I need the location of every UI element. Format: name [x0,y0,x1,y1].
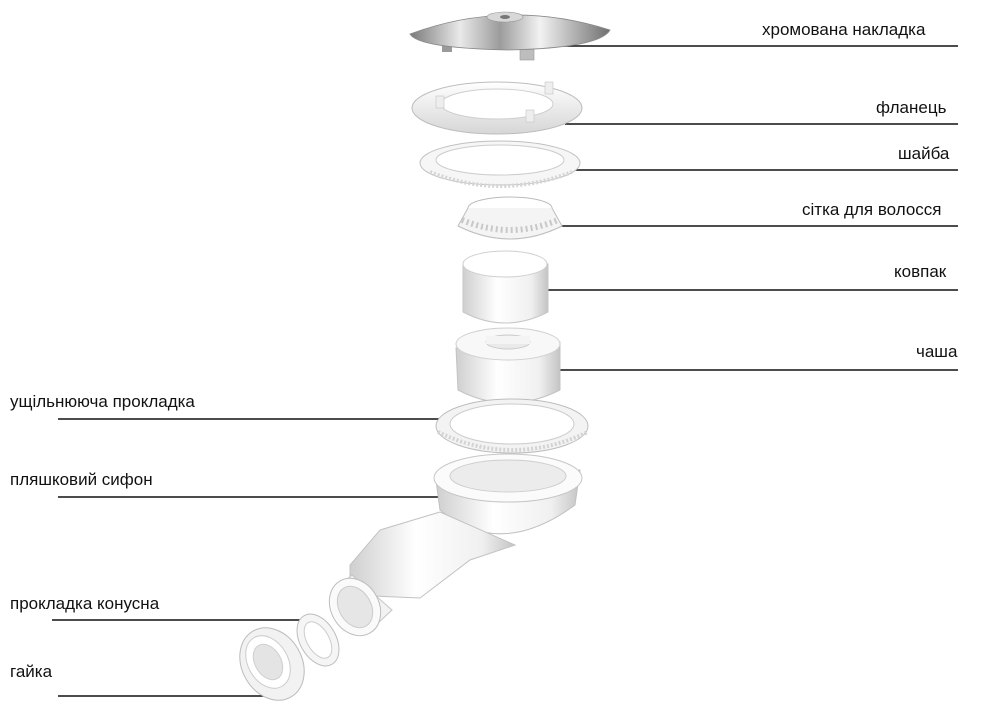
bottle-trap-part [319,454,582,645]
bowl-part [456,328,560,403]
washer-part [420,141,580,186]
sealing-gasket-part [436,399,588,453]
label-bottle-trap: пляшковий сифон [10,470,153,490]
label-hair-strainer: сітка для волосся [802,200,942,220]
chrome-cover-part [410,12,610,60]
label-washer: шайба [898,144,949,164]
label-cone-gasket: прокладка конусна [10,594,159,614]
label-cap: ковпак [894,262,946,282]
label-bowl: чаша [916,342,957,362]
label-nut: гайка [10,662,52,682]
label-sealing-gasket: ущільнююча прокладка [10,392,195,412]
hair-strainer-part [458,197,562,239]
flange-part [412,82,582,134]
cap-part [463,251,548,323]
label-chrome-cover: хромована накладка [762,20,925,40]
label-flange: фланець [876,98,946,118]
